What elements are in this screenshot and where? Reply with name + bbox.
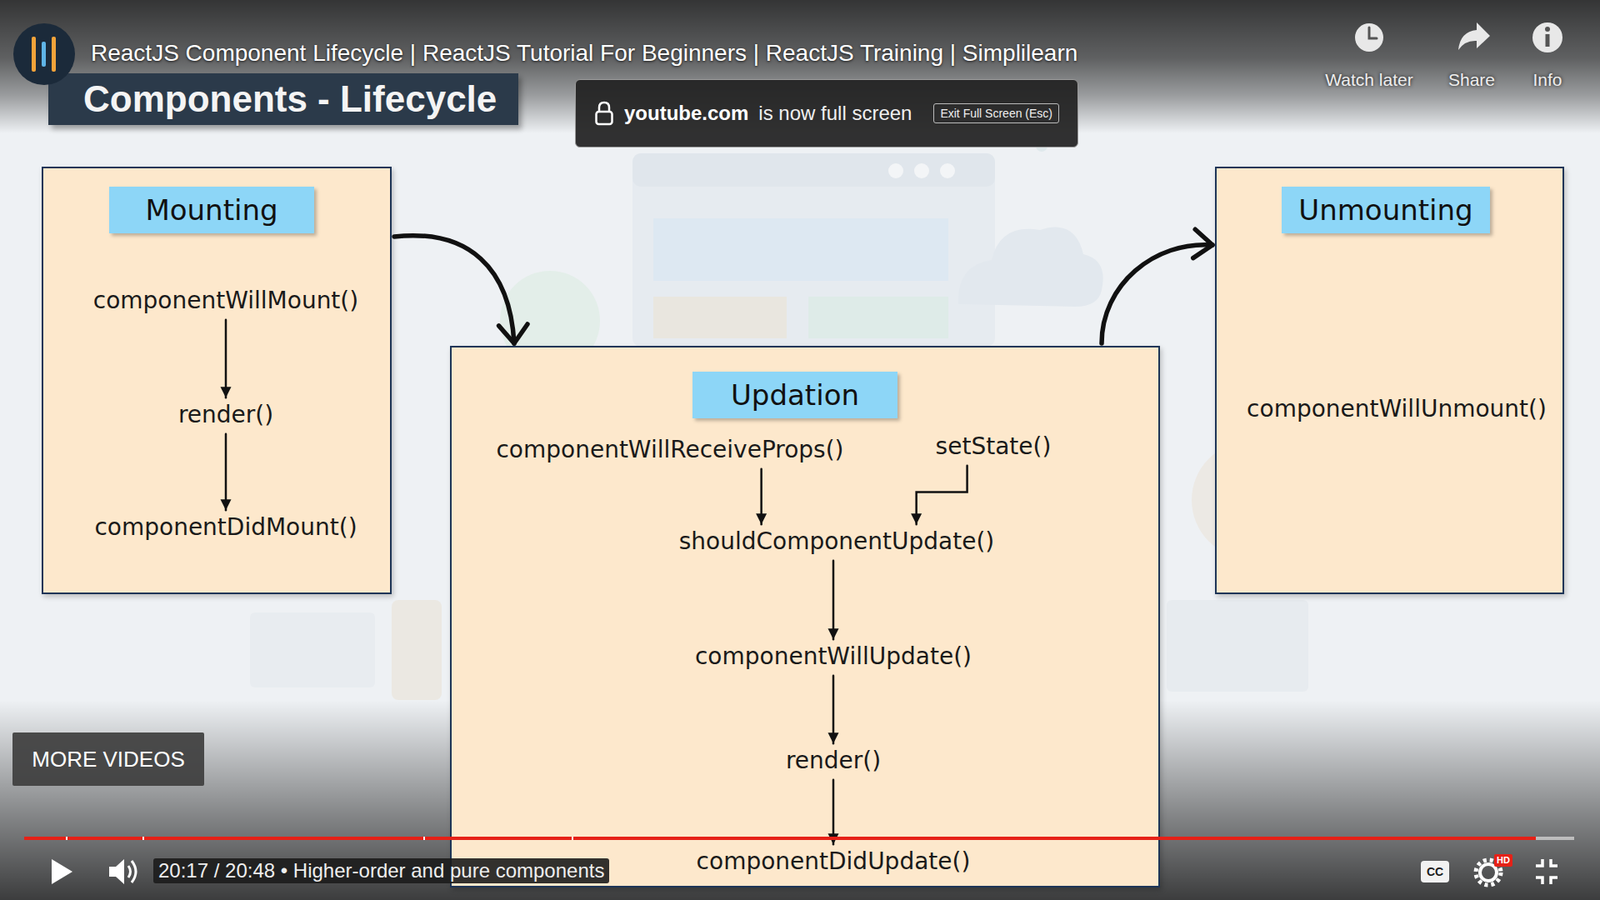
shape-part <box>599 102 610 112</box>
shape-part <box>1532 22 1563 53</box>
notice-text: is now full screen <box>758 101 912 125</box>
shape-part <box>596 111 613 125</box>
phase-box: Updation componentWillReceiveProps() setSt… <box>450 345 1160 888</box>
fullscreen-notice: youtube.com is now full screen Exit Full… <box>575 79 1079 148</box>
method-name: componentDidUpdate() <box>695 847 973 876</box>
arrow-head <box>499 324 528 344</box>
method-node: shouldComponentUpdate() <box>677 527 997 556</box>
method-name: render() <box>784 746 883 775</box>
method-name: setState() <box>934 432 1054 461</box>
method-node: render() <box>176 400 275 430</box>
browser-dot <box>914 163 930 179</box>
phase-heading: Mounting <box>109 186 315 234</box>
shape-part <box>51 36 56 72</box>
slide-title-bar: Components - Lifecycle <box>48 73 519 125</box>
method-name: componentWillUnmount() <box>1245 395 1549 424</box>
shape-part <box>65 836 68 840</box>
captions-icon: CC <box>1420 860 1450 883</box>
shape-part <box>1535 836 1575 840</box>
browser-dot <box>940 163 955 179</box>
bg-shape <box>250 612 375 688</box>
volume-icon <box>109 859 136 885</box>
flow-arrow-line <box>1101 245 1213 344</box>
shape-part <box>142 836 145 840</box>
shape-part <box>1480 864 1497 881</box>
cloud-shape <box>958 227 1104 307</box>
icon-label: Watch later <box>1302 70 1436 90</box>
shape-part <box>1545 34 1550 47</box>
shape-part <box>1458 22 1490 50</box>
method-name: componentWillMount() <box>91 286 360 315</box>
more-videos-button: MORE VIDEOS <box>12 732 205 786</box>
shape-part <box>24 836 1536 840</box>
progress-bar <box>24 836 1575 840</box>
method-node: componentWillUpdate() <box>693 642 974 671</box>
play-icon <box>51 859 73 885</box>
connector <box>394 235 528 344</box>
shape-part <box>128 865 131 878</box>
shape-part <box>1535 859 1543 866</box>
phase-heading: Updation <box>692 371 898 419</box>
method-name: shouldComponentUpdate() <box>677 527 997 556</box>
method-node: componentWillReceiveProps() <box>494 435 845 465</box>
method-node: render() <box>784 746 883 775</box>
bg-shape <box>1166 600 1309 692</box>
shape-part <box>1550 877 1558 885</box>
shape-part <box>131 860 136 883</box>
shape-part <box>1535 877 1543 885</box>
method-name: componentWillUpdate() <box>693 642 974 671</box>
notice-key-hint: Exit Full Screen (Esc) <box>933 103 1060 124</box>
shape-part <box>1545 26 1550 32</box>
info-icon <box>1532 22 1563 53</box>
shape-part <box>423 836 425 840</box>
method-node: componentWillMount() <box>91 286 360 315</box>
bg-shape <box>391 600 442 700</box>
page-block <box>808 296 949 339</box>
browser-bar <box>632 153 995 187</box>
arrow-head <box>1193 229 1213 258</box>
flow-arrow-line <box>394 235 515 344</box>
shape-part <box>31 36 36 72</box>
video-title: ReactJS Component Lifecycle | ReactJS Tu… <box>90 39 1078 68</box>
time-chapter-label: 20:17 / 20:48 • Higher-order and pure co… <box>153 858 610 884</box>
shape-part <box>41 41 46 67</box>
page-block <box>653 218 949 281</box>
channel-logo <box>13 23 75 85</box>
watch-later-icon <box>1355 23 1384 52</box>
shape-part <box>13 23 75 85</box>
method-name: render() <box>176 400 275 430</box>
connector <box>1101 229 1213 344</box>
method-name: componentDidMount() <box>92 513 359 542</box>
phase-box: Mounting componentWillMount() render() comp… <box>41 166 392 595</box>
notice-domain: youtube.com <box>624 101 749 125</box>
method-node: componentDidMount() <box>92 513 359 542</box>
icon-label: Share <box>1405 70 1539 90</box>
method-name: componentWillReceiveProps() <box>494 435 845 465</box>
phase-heading: Unmounting <box>1281 186 1490 234</box>
shape-part <box>1550 859 1558 866</box>
method-node: setState() <box>934 432 1054 461</box>
icon-label: Info <box>1480 70 1600 90</box>
lock-icon <box>594 100 615 126</box>
method-node: componentWillUnmount() <box>1245 395 1549 424</box>
button-label: MORE VIDEOS <box>31 746 185 773</box>
shape-part <box>571 836 574 840</box>
exit-fullscreen-icon <box>1535 859 1558 885</box>
shape-part <box>1369 27 1377 39</box>
page-block <box>653 296 787 339</box>
phase-box: Unmounting componentWillUnmount() <box>1215 166 1565 595</box>
hd-badge: HD <box>1494 854 1513 867</box>
shape-part <box>1355 23 1384 52</box>
method-node: componentDidUpdate() <box>695 847 973 876</box>
share-icon <box>1458 22 1490 50</box>
browser-dot <box>888 163 904 179</box>
slide-title: Components - Lifecycle <box>83 78 497 120</box>
shape-part <box>109 859 125 885</box>
browser-window <box>632 153 995 347</box>
